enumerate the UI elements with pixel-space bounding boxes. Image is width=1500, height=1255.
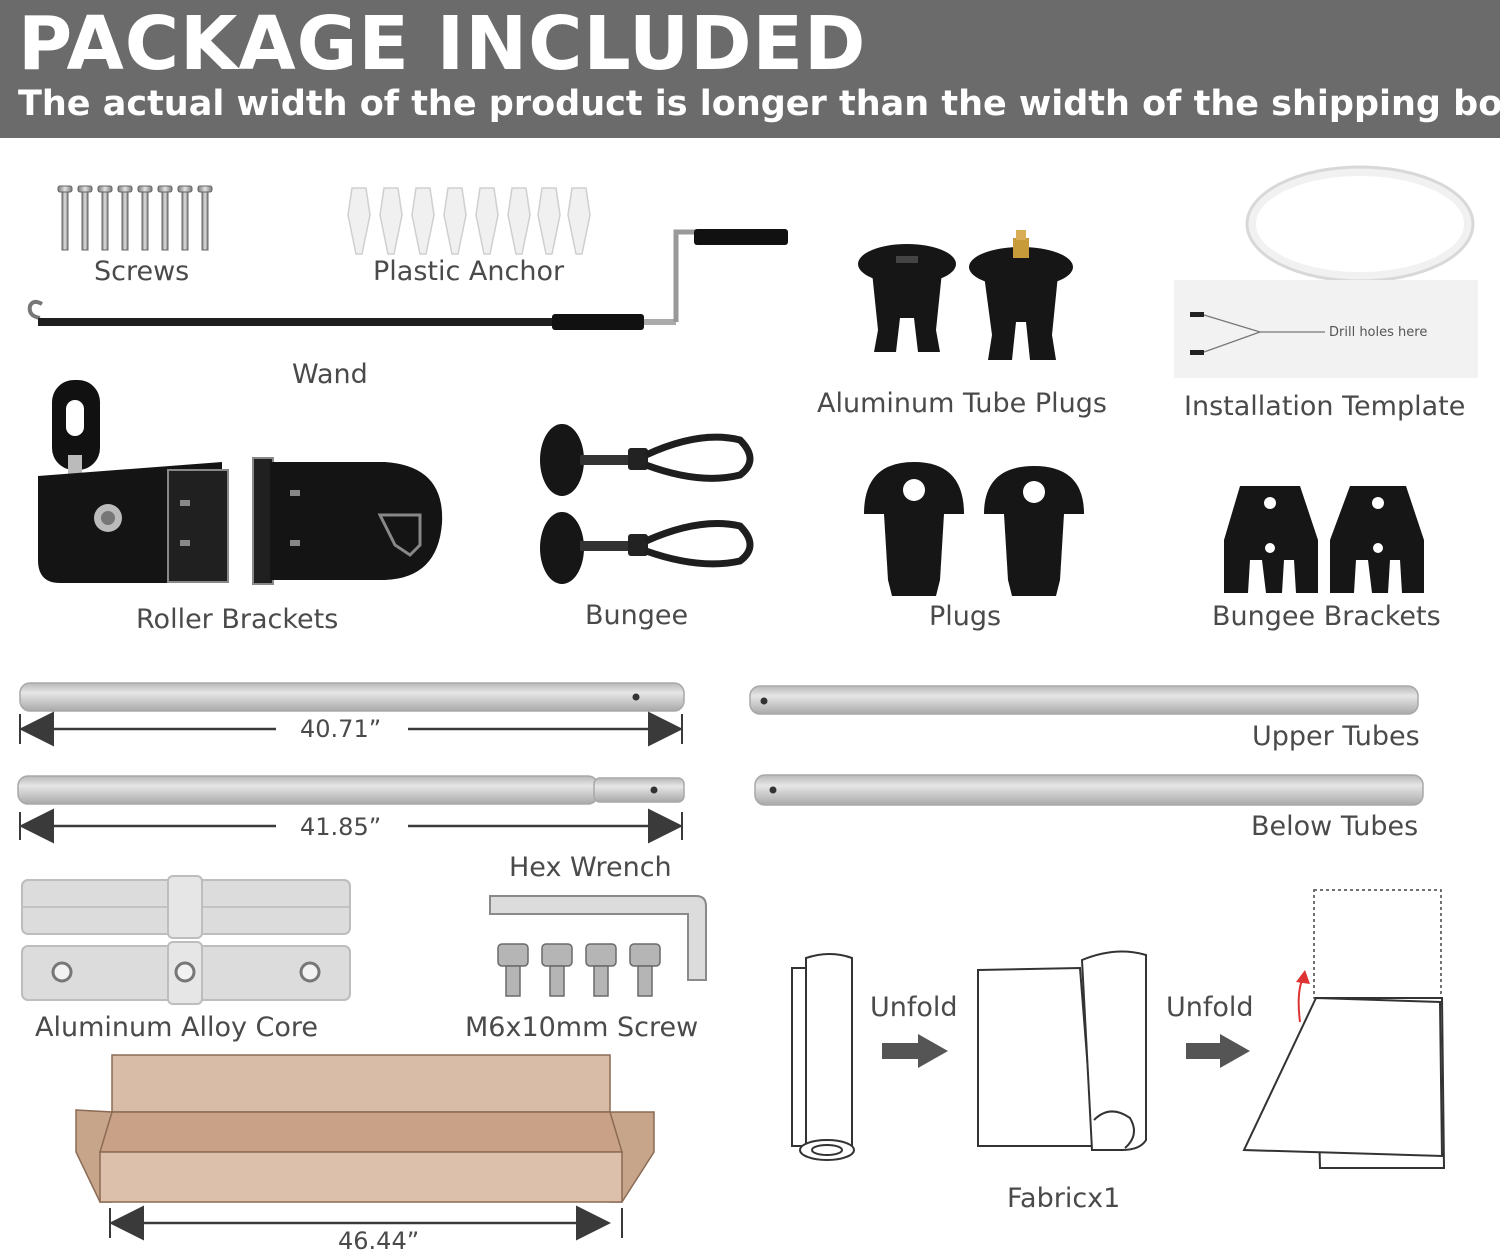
alloy-core-icon (21, 875, 351, 1005)
label-unfold-2: Unfold (1166, 992, 1254, 1023)
label-bungee-brackets: Bungee Brackets (1212, 601, 1441, 632)
m6-screws-icon (497, 943, 661, 997)
plastic-anchor-icon (347, 187, 591, 255)
label-roller-brackets: Roller Brackets (136, 604, 339, 635)
roller-brackets-icon (38, 380, 443, 585)
label-drill-holes: Drill holes here (1329, 325, 1428, 340)
shipping-box-icon (75, 1054, 655, 1203)
fabric-unrolling-icon (977, 950, 1147, 1151)
label-fabric: Fabricx1 (1007, 1183, 1121, 1214)
dimension-tube-41: 41.85” (300, 813, 382, 841)
dimension-arrow-box (109, 1205, 623, 1241)
dimension-tube-40: 40.71” (300, 715, 382, 743)
installation-template-icon (1174, 165, 1478, 378)
below-tube-icon (754, 774, 1424, 806)
label-wand: Wand (292, 359, 368, 390)
label-alloy-core: Aluminum Alloy Core (35, 1012, 319, 1043)
header-bar: PACKAGE INCLUDED The actual width of the… (0, 0, 1500, 138)
label-screws: Screws (94, 256, 190, 287)
plugs-icon (864, 462, 1084, 596)
label-unfold-1: Unfold (870, 992, 958, 1023)
bungee-brackets-icon (1224, 486, 1424, 593)
bungee-icon (540, 424, 754, 584)
unfold-arrow-1-icon (882, 1034, 948, 1068)
dimension-arrow-40 (19, 711, 683, 747)
page-title: PACKAGE INCLUDED (18, 1, 867, 87)
wand-icon (27, 229, 788, 330)
fabric-roll-icon (791, 953, 855, 1161)
unfold-arrow-2-icon (1186, 1034, 1250, 1068)
label-hex-wrench: Hex Wrench (509, 852, 672, 883)
hex-wrench-icon (489, 895, 707, 981)
label-plugs: Plugs (929, 601, 1002, 632)
dimension-arrow-41 (19, 808, 683, 844)
label-installation-template: Installation Template (1184, 391, 1466, 422)
tube-41-icon (17, 775, 685, 805)
label-upper-tubes: Upper Tubes (1252, 721, 1420, 752)
tube-40-icon (19, 682, 685, 712)
dimension-box: 46.44” (338, 1227, 420, 1255)
label-m6-screw: M6x10mm Screw (465, 1012, 699, 1043)
label-below-tubes: Below Tubes (1251, 811, 1419, 842)
tube-plugs-icon (858, 230, 1073, 360)
label-plastic-anchor: Plastic Anchor (373, 256, 565, 287)
page-subtitle: The actual width of the product is longe… (18, 84, 1500, 124)
screws-icon (57, 185, 213, 251)
fabric-flat-icon (1242, 889, 1446, 1169)
upper-tube-icon (749, 685, 1419, 715)
label-bungee: Bungee (585, 600, 689, 631)
label-tube-plugs: Aluminum Tube Plugs (817, 388, 1107, 419)
